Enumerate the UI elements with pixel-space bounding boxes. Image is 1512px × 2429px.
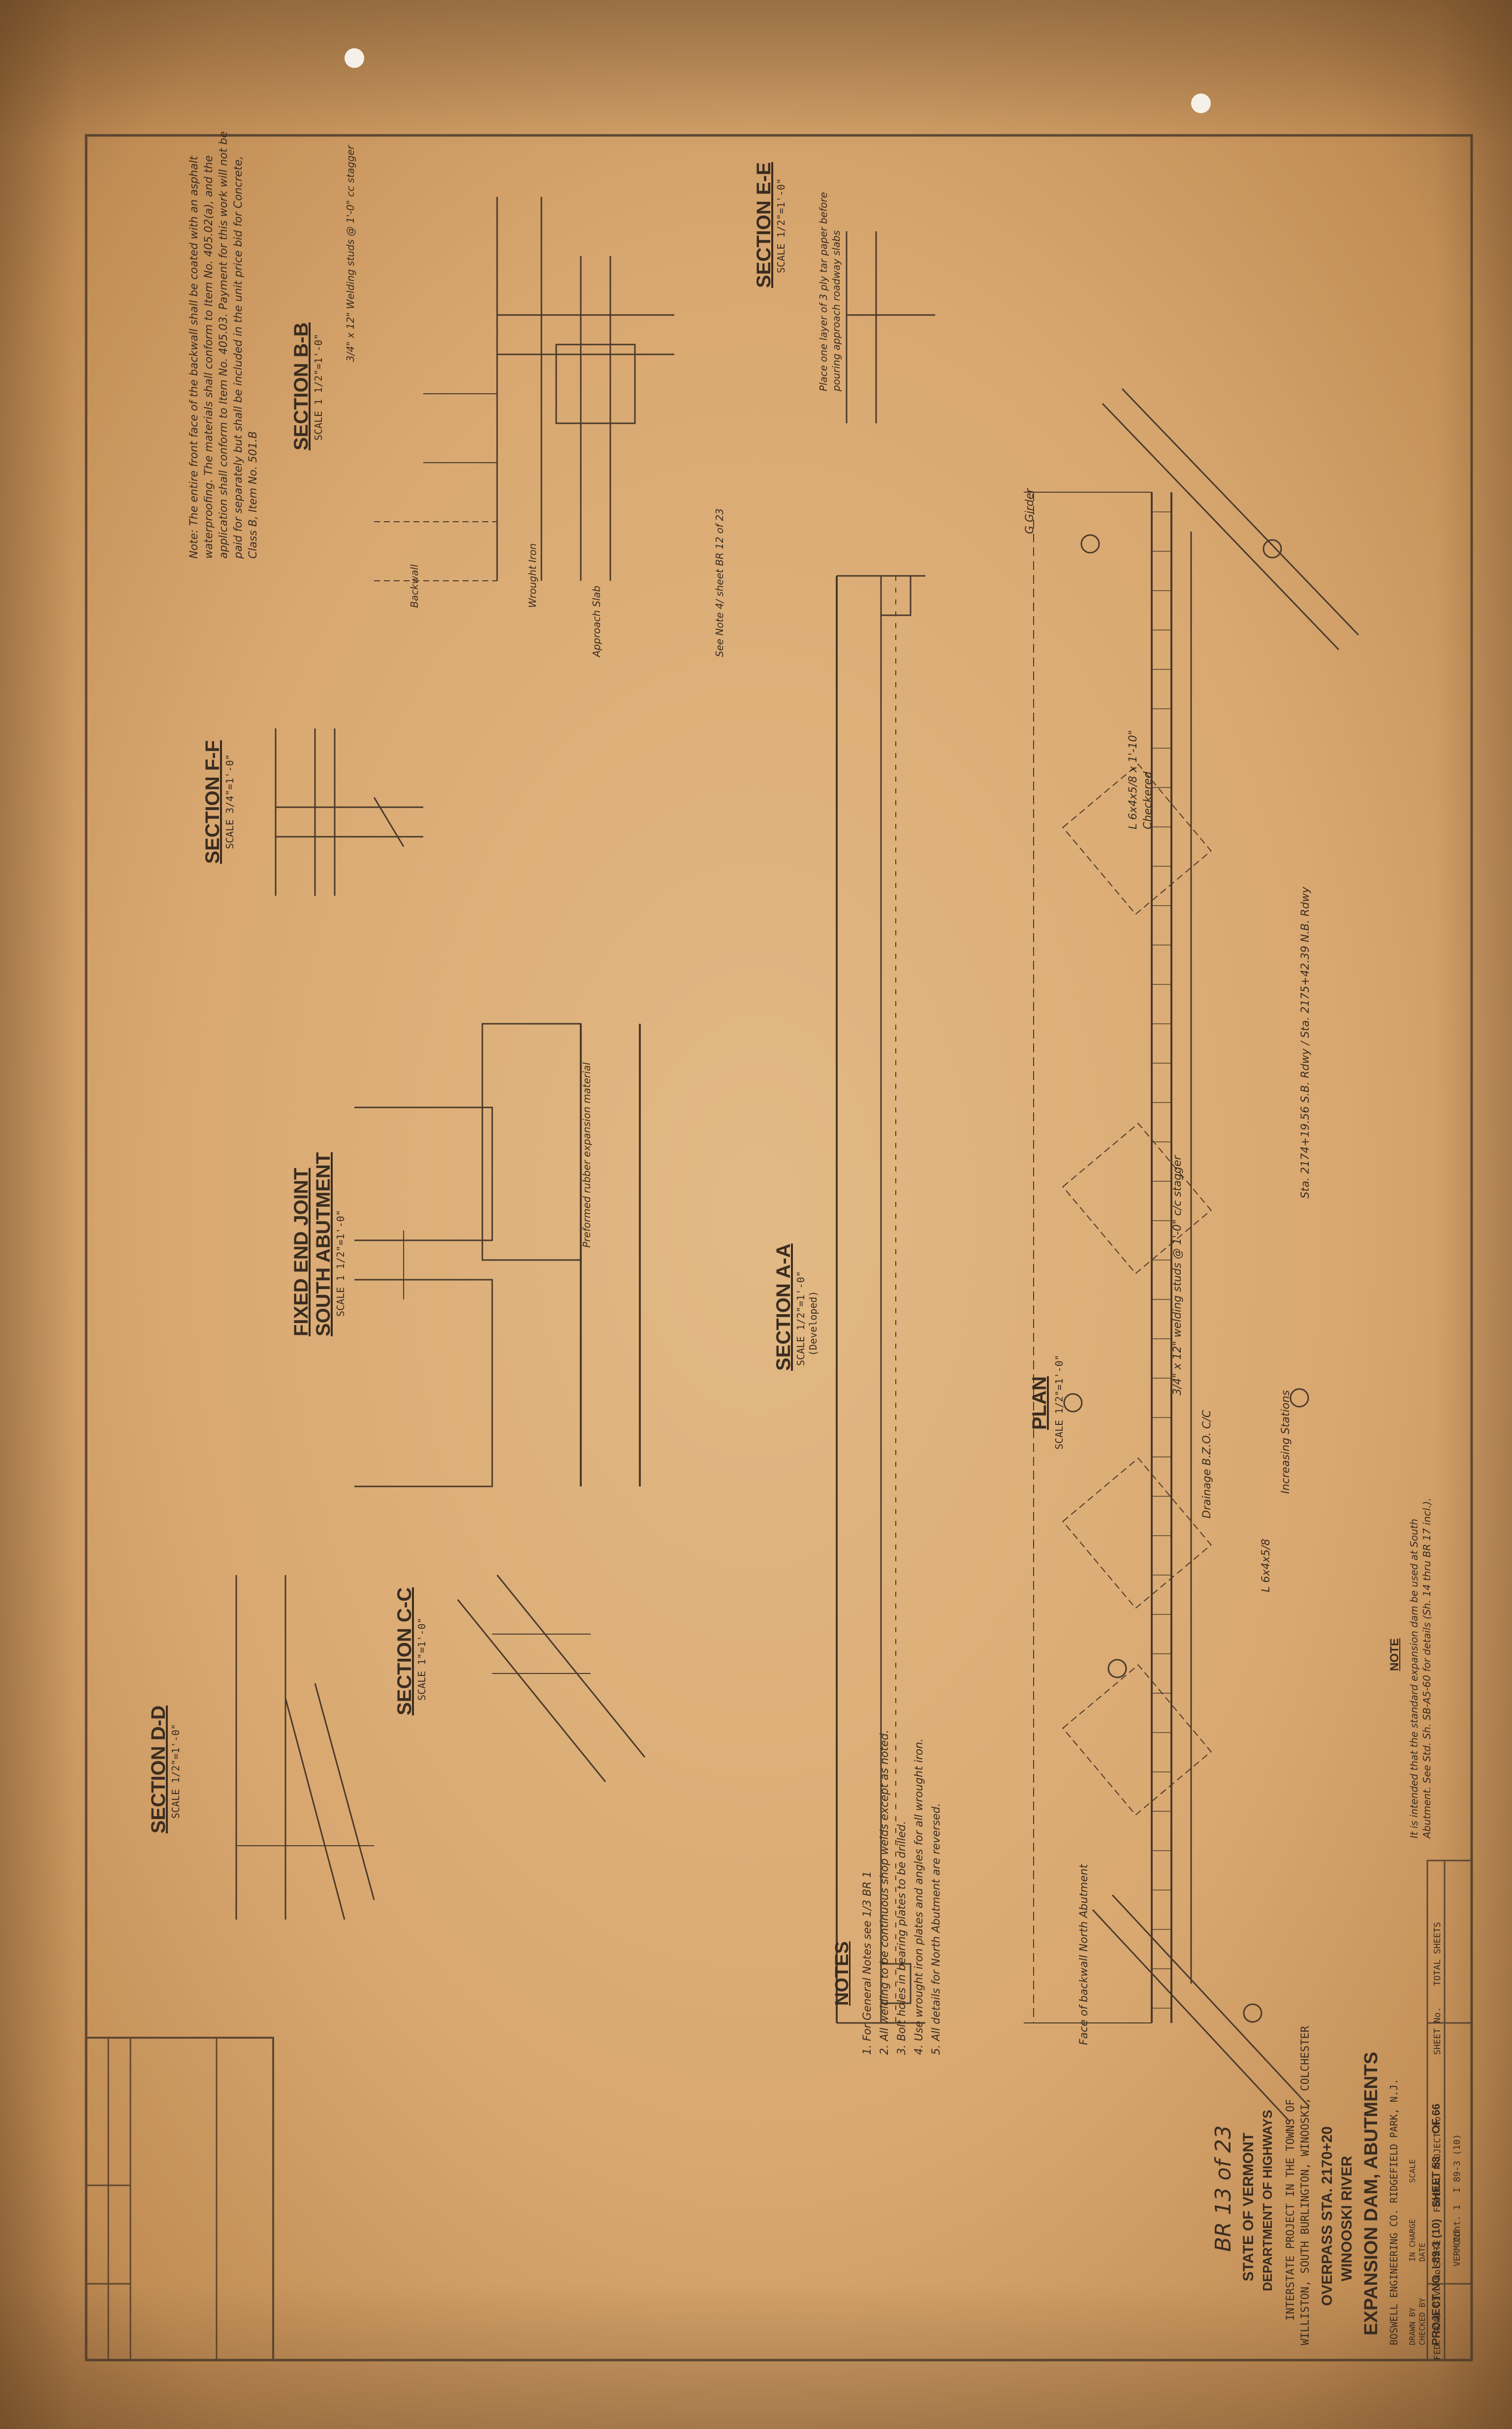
fixed-end-joint-view [354, 1023, 641, 1487]
notes-heading: NOTES [832, 1941, 852, 2006]
section-aa-view [836, 575, 925, 2024]
section-ee-backwall-label: Backwall [409, 564, 420, 608]
plan-view [1024, 388, 1359, 2122]
note-item: 3. Bolt holes in bearing plates to be dr… [896, 1821, 908, 2055]
top-note-heading: NOTE [1388, 1638, 1401, 1671]
plan-angles-label: L 6x4x5/8 x 1'-10" [1127, 730, 1139, 829]
tb-project-line1: INTERSTATE PROJECT IN THE TOWNS OF [1285, 2099, 1297, 2321]
tb-project-no: PROJECT NO. I 89-3 (10) [1430, 2219, 1442, 2345]
punch-hole [1191, 94, 1211, 113]
section-ee-scale: SCALE 1/2"=1'-0" [775, 178, 787, 273]
plan-angles-label: L 6x4x5/8 [1260, 1539, 1272, 1592]
section-ff-title: SECTION F-F [202, 740, 223, 864]
section-dd-title: SECTION D-D [148, 1705, 169, 1833]
tb-checked-by: CHECKED BY [1418, 2298, 1427, 2345]
section-ee-view [374, 197, 935, 581]
note-item: 1. For General Notes see 1/3 BR 1 [861, 1871, 874, 2055]
plan-girder-label: G Girder [1024, 488, 1036, 534]
punch-hole [345, 48, 364, 68]
tb-date: DATE [1418, 2242, 1427, 2262]
section-bb-title: SECTION B-B [290, 322, 312, 450]
section-ee-title: SECTION E-E [753, 162, 775, 288]
header-project-value: I 89-3 (10) [1452, 2134, 1462, 2193]
fixed-joint-preformed-label: Preformed rubber expansion material [581, 1062, 593, 1248]
title-block-box [85, 2037, 274, 2361]
section-bb-studs-label: 3/4" x 12" Welding studs @ 1'-0" cc stag… [345, 145, 356, 362]
tb-project-line2: WILLISTON, SOUTH BURLINGTON, WINOOSKI, C… [1299, 2025, 1312, 2345]
section-dd-view [235, 1575, 375, 1920]
tb-state: STATE OF VERMONT [1240, 2132, 1257, 2281]
tb-river: WINOOSKI RIVER [1339, 2155, 1355, 2281]
section-aa-scale: SCALE 1/2"=1'-0" [795, 1271, 807, 1366]
top-note-text: It is intended that the standard expansi… [1408, 1498, 1433, 1838]
section-cc-view [457, 1575, 646, 1782]
plan-stations-label: Increasing Stations [1280, 1390, 1292, 1494]
sheet-mark: BR 13 of 23 [1211, 2125, 1236, 2252]
note-item: 5. All details for North Abutment are re… [930, 1803, 943, 2055]
header-total-sheets: TOTAL SHEETS [1432, 1922, 1443, 1986]
section-cc-title: SECTION C-C [394, 1587, 415, 1715]
section-ee-see-note: See Note 4/ sheet BR 12 of 23 [714, 508, 725, 657]
note-item: 2. All welding to be continuous shop wel… [879, 1730, 891, 2055]
section-bb-note: Note: The entire front face of the backw… [188, 131, 259, 559]
section-aa-title: SECTION A-A [773, 1243, 794, 1371]
tb-title: EXPANSION DAM, ABUTMENTS [1361, 2051, 1382, 2335]
plan-checkered-label: Checkered [1142, 771, 1154, 829]
plan-face-backwall-label: Face of backwall North Abutment [1078, 1864, 1090, 2045]
border-frame [85, 134, 1473, 2362]
plan-drainage-label: Drainage B.Z.O. C/C [1201, 1410, 1213, 1518]
tb-department: DEPARTMENT OF HIGHWAYS [1260, 2110, 1275, 2291]
section-ee-approach-slab-label: Approach Slab [591, 585, 602, 657]
fixed-joint-title1: FIXED END JOINT [290, 1167, 312, 1336]
fixed-joint-scale: SCALE 1 1/2"=1'-0" [335, 1210, 346, 1317]
plan-station-label: Sta. 2174+19.56 S.B. Rdwy / Sta. 2175+42… [1299, 886, 1312, 1199]
tb-scale: SCALE [1408, 2159, 1417, 2183]
note-item: 4. Use wrought iron plates and angles fo… [913, 1738, 925, 2055]
tb-cont: Cont. 1 [1452, 2205, 1462, 2242]
section-ee-wrought-iron-label: Wrought Iron [527, 543, 538, 608]
tb-drawn-by: DRAWN BY [1408, 2307, 1417, 2345]
plan-welding-studs-label: 3/4" x 12" welding studs @ 1'-0" c/c sta… [1171, 1155, 1184, 1395]
tb-in-charge: IN CHARGE [1408, 2219, 1417, 2262]
fixed-joint-title2: SOUTH ABUTMENT [313, 1152, 334, 1336]
section-dd-scale: SCALE 1/2"=1'-0" [170, 1724, 182, 1819]
plan-scale: SCALE 1/2"=1'-0" [1053, 1355, 1065, 1450]
header-sheet-no: SHEET No. [1432, 2007, 1443, 2055]
section-ee-place-layer-note: Place one layer of 3 ply tar paper befor… [818, 192, 842, 391]
tb-engineer: BOSWELL ENGINEERING CO. RIDGEFIELD PARK,… [1388, 2079, 1400, 2345]
section-bb-scale: SCALE 1 1/2"=1'-0" [313, 334, 324, 441]
sheet-header-box [1426, 1860, 1473, 2361]
tb-sheet: SHEET 53 [1430, 2156, 1442, 2208]
section-ff-view [275, 728, 423, 896]
section-ff-scale: SCALE 3/4"=1'-0" [224, 754, 236, 849]
tb-overpass: OVERPASS STA. 2170+20 [1319, 2126, 1335, 2306]
section-cc-scale: SCALE 1"=1'-0" [416, 1617, 428, 1701]
plan-title: PLAN [1029, 1376, 1050, 1430]
section-aa-note: (Developed) [807, 1291, 819, 1356]
tb-of: OF 66 [1430, 2103, 1442, 2134]
